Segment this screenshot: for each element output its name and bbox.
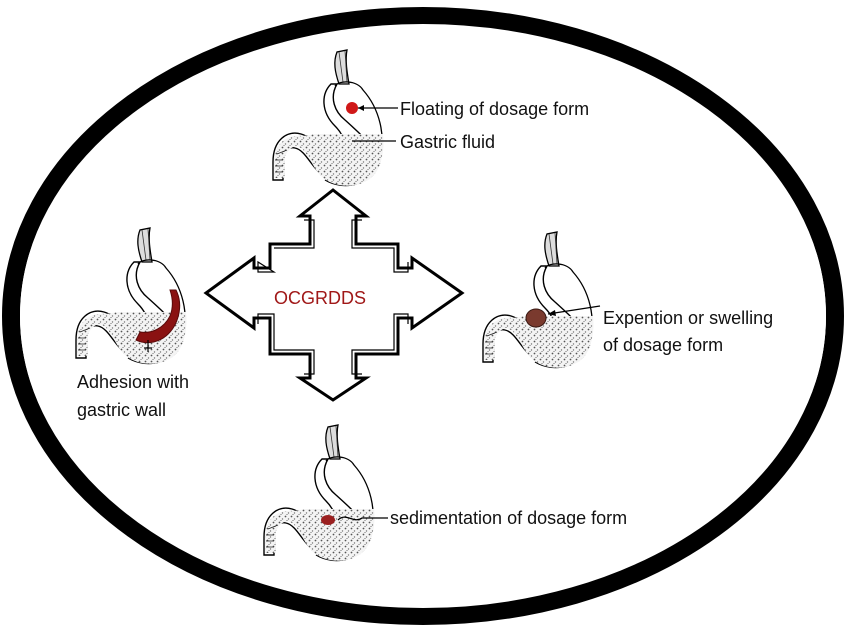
- stomach-icon: [273, 50, 384, 186]
- adhesion-label-line1: Adhesion with: [77, 370, 189, 394]
- sedimented-dosage-form: [321, 515, 335, 525]
- stomach-icon: [483, 232, 594, 368]
- sedimentation-label: sedimentation of dosage form: [390, 506, 627, 530]
- stomach-icon: [264, 425, 375, 561]
- gastric-fluid-label: Gastric fluid: [400, 130, 495, 154]
- adhesion-label-line2: gastric wall: [77, 398, 166, 422]
- floating-dosage-form: [346, 102, 358, 114]
- floating-label: Floating of dosage form: [400, 97, 589, 121]
- swollen-dosage-form: [526, 309, 546, 327]
- swelling-label-line1: Expention or swelling: [603, 306, 773, 330]
- center-label: OCGRDDS: [274, 286, 366, 310]
- swelling-label-line2: of dosage form: [603, 333, 723, 357]
- stomach-icon: [76, 228, 187, 364]
